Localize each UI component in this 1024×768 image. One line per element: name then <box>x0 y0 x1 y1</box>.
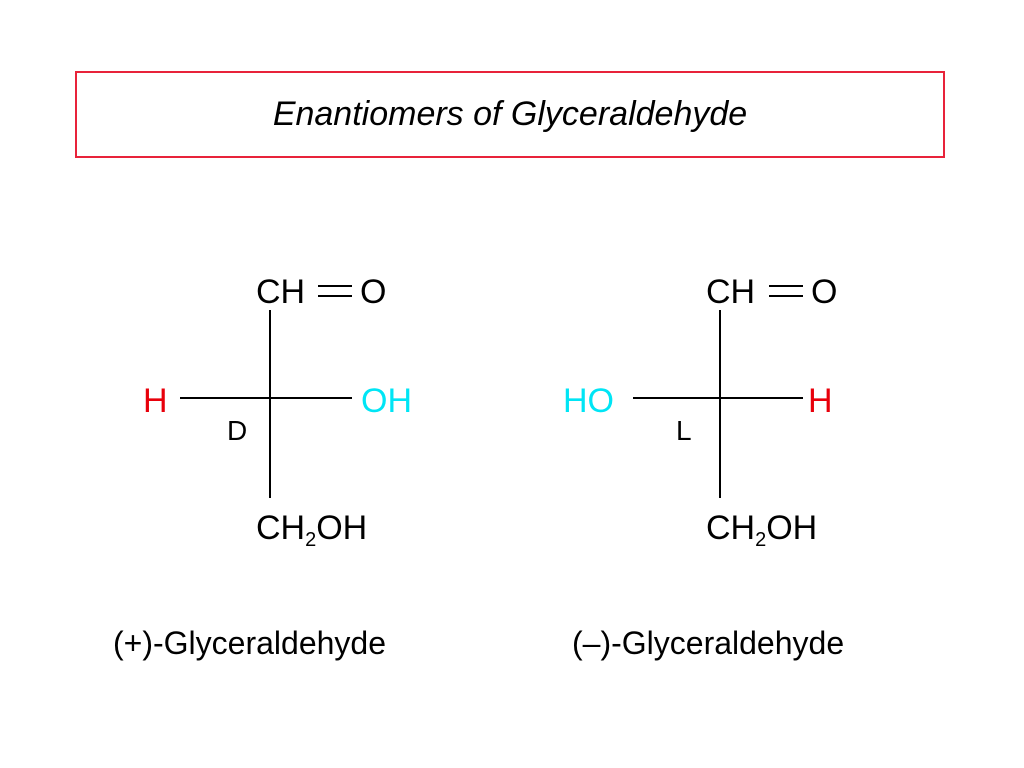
left-double-bond-upper <box>318 285 352 287</box>
right-double-bond-lower <box>769 295 803 297</box>
right-double-bond-upper <box>769 285 803 287</box>
left-horizontal-bond <box>180 397 352 399</box>
title-box: Enantiomers of Glyceraldehyde <box>75 71 945 158</box>
right-ho-group: HO <box>563 382 614 420</box>
right-horizontal-bond <box>633 397 803 399</box>
right-top-ch: CH <box>706 273 756 311</box>
right-vertical-bond <box>719 310 721 498</box>
left-vertical-bond <box>269 310 271 498</box>
right-h-group: H <box>808 382 833 420</box>
left-oh-group: OH <box>361 382 412 420</box>
right-config-label: L <box>676 415 692 446</box>
left-bottom-group: CH2OH <box>256 509 368 551</box>
left-caption: (+)-Glyceraldehyde <box>113 625 386 661</box>
left-top-o: O <box>360 273 387 311</box>
right-caption: (–)-Glyceraldehyde <box>572 625 845 661</box>
left-top-ch: CH <box>256 273 306 311</box>
slide-title: Enantiomers of Glyceraldehyde <box>272 95 748 133</box>
left-config-label: D <box>227 415 248 446</box>
right-bottom-group: CH2OH <box>706 509 818 551</box>
right-top-o: O <box>811 273 838 311</box>
left-double-bond-lower <box>318 295 352 297</box>
left-h-group: H <box>143 382 168 420</box>
